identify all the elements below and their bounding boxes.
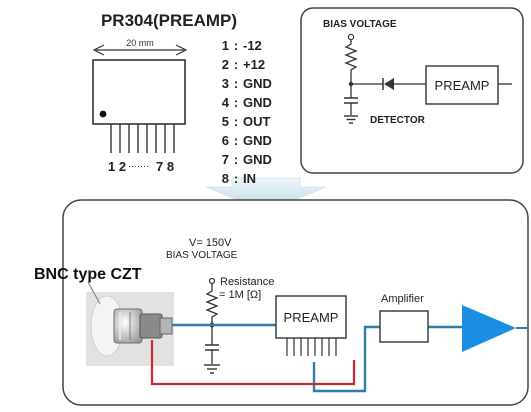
setup-preamp-pins <box>286 338 337 356</box>
setup-preamp-label: PREAMP <box>284 310 339 325</box>
pin-function: IN <box>243 171 256 186</box>
width-dimension-arrow: 20 mm <box>92 38 188 56</box>
schematic-panel: BIAS VOLTAGE PREAMP DETECTOR <box>300 7 524 174</box>
setup-bias-terminal <box>208 277 216 285</box>
pin-number: 6 <box>221 133 229 148</box>
pin-function: GND <box>243 76 272 91</box>
pin-legend-row: 7: GND <box>207 152 297 171</box>
amplifier-box <box>379 310 429 343</box>
pin-legend-row: 1: -12 <box>207 38 297 57</box>
pin-function: +12 <box>243 57 266 72</box>
schematic-bias-label: BIAS VOLTAGE <box>323 19 397 30</box>
pin-label-right: 7 8 <box>156 159 174 174</box>
pin-function: -12 <box>243 38 262 53</box>
pin-legend-row: 6: GND <box>207 133 297 152</box>
amplifier-label: Amplifier <box>381 293 424 305</box>
power-wire <box>150 340 356 386</box>
pin-number: 5 <box>221 114 229 129</box>
setup-resistor <box>205 284 219 324</box>
pin-separator: : <box>233 95 239 110</box>
detector-name: BNC type CZT <box>34 266 142 283</box>
chip-pins <box>110 124 175 153</box>
pin-number: 4 <box>221 95 229 110</box>
pin-number: 2 <box>221 57 229 72</box>
pin-separator: : <box>233 152 239 167</box>
pin-number: 3 <box>221 76 229 91</box>
schematic-frame <box>300 7 524 174</box>
pin-separator: : <box>233 133 239 148</box>
resistance-value: = 1M [Ω] <box>219 289 261 301</box>
schematic-preamp-label: PREAMP <box>435 78 490 93</box>
pin-legend-row: 2: +12 <box>207 57 297 76</box>
bias-terminal <box>347 33 355 41</box>
chip-body <box>92 59 186 125</box>
pin-number: 1 <box>221 38 229 53</box>
pin-separator: : <box>233 38 239 53</box>
resistance-label: Resistance <box>220 276 274 288</box>
pin-number: 8 <box>221 171 229 186</box>
detector-pointer <box>87 281 101 305</box>
pin1-marker <box>99 110 107 118</box>
bnc-czt-detector-photo <box>86 292 174 366</box>
signal-wire-preamp-to-amplifier <box>312 325 380 393</box>
pin-separator: : <box>233 57 239 72</box>
width-label: 20 mm <box>126 38 154 48</box>
setup-ground-icon <box>204 364 220 374</box>
schematic-preamp-box <box>425 65 499 105</box>
amplifier-triangle-icon <box>462 305 516 352</box>
setup-preamp-box <box>275 295 347 339</box>
setup-bias-label: BIAS VOLTAGE <box>166 250 238 261</box>
pin-legend-row: 8: IN <box>207 171 297 190</box>
pin-legend-row: 3: GND <box>207 76 297 95</box>
pin-label-dots: ······· <box>128 161 149 171</box>
pin-function: GND <box>243 133 272 148</box>
pin-number: 7 <box>221 152 229 167</box>
ground-icon <box>344 115 358 124</box>
chip-title: PR304(PREAMP) <box>101 11 237 30</box>
pin-separator: : <box>233 114 239 129</box>
pin-legend-row: 4: GND <box>207 95 297 114</box>
setup-panel: V= 150V BIAS VOLTAGE Resistance = 1M [Ω]… <box>34 199 529 406</box>
bias-resistor <box>344 40 358 82</box>
detector-diode-icon <box>382 78 394 90</box>
voltage-label: V= 150V <box>189 237 232 249</box>
pin-legend-row: 5: OUT <box>207 114 297 133</box>
pin-legend: 1: -12 2: +12 3: GND 4: GND 5: OUT 6: GND 7: GND 8: IN <box>207 38 297 190</box>
pin-function: GND <box>243 152 272 167</box>
chip-diagram: PR304(PREAMP) 20 mm 1 2 ······· 7 8 <box>92 11 237 174</box>
pin-function: GND <box>243 95 272 110</box>
schematic-detector-label: DETECTOR <box>370 115 426 126</box>
pin-label-left: 1 2 <box>108 159 126 174</box>
pin-function: OUT <box>243 114 271 129</box>
pin-separator: : <box>233 171 239 186</box>
pin-separator: : <box>233 76 239 91</box>
